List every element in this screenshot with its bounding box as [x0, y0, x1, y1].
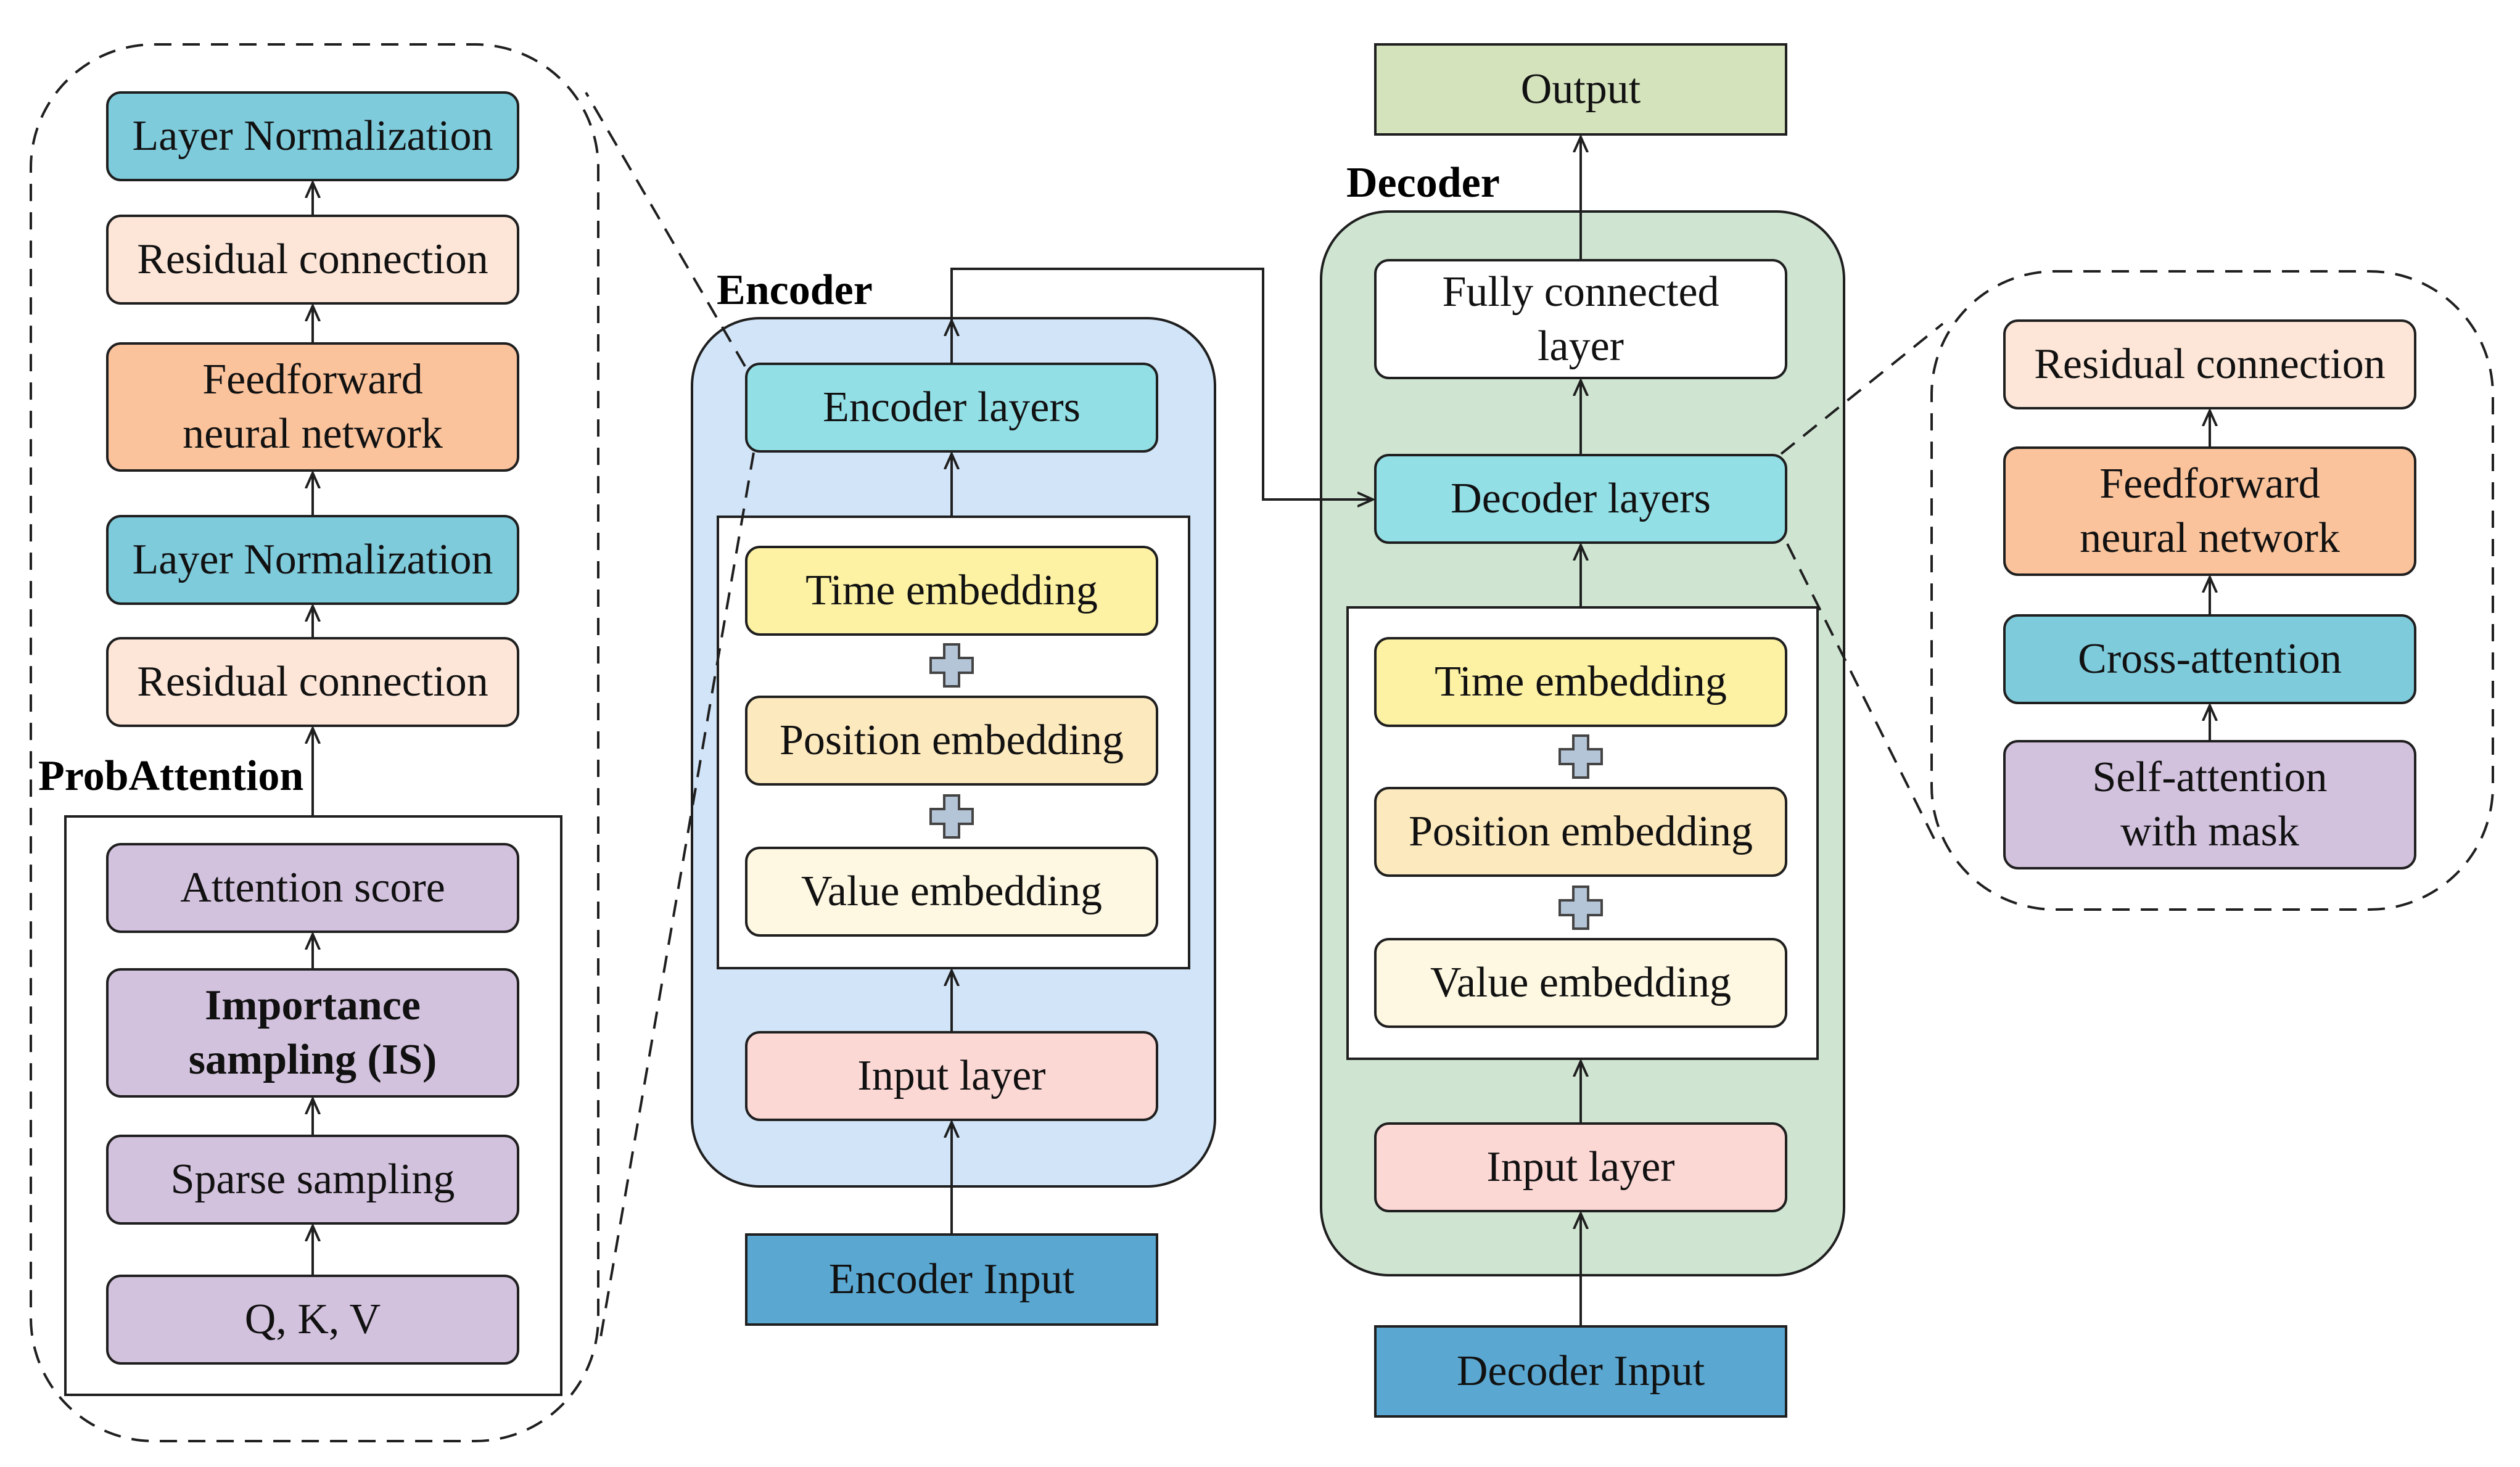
encoder-value-embedding-label: Value embedding	[801, 868, 1102, 915]
zoom-line-encoder-bottom	[598, 452, 755, 1345]
cross-attention-label: Cross-attention	[2078, 635, 2342, 683]
probattention-dashed-frame	[30, 43, 599, 1442]
zoom-line-encoder-top	[585, 91, 746, 368]
encoder-value-embedding-box: Value embedding	[745, 847, 1158, 937]
attention-score-box: Attention score	[106, 843, 519, 933]
decoder-position-embedding-box: Position embedding	[1374, 787, 1787, 877]
zoom-line-decoder-top	[1780, 323, 1944, 455]
importance-sampling-box: Importance sampling (IS)	[106, 968, 519, 1098]
importance-sampling-label: Importance sampling (IS)	[188, 982, 437, 1083]
feedforward-box: Feedforward neural network	[106, 342, 519, 472]
decoder-title: Decoder	[1346, 159, 1500, 207]
plus-icon	[1559, 886, 1603, 930]
encoder-time-embedding-label: Time embedding	[805, 567, 1098, 614]
arrow-encoder-to-decoder	[950, 268, 1373, 499]
probattention-block	[64, 815, 562, 1396]
residual-bottom-label: Residual connection	[137, 658, 488, 705]
fully-connected-label: Fully connected layer	[1442, 268, 1719, 370]
qkv-box: Q, K, V	[106, 1275, 519, 1365]
decoder-input-box: Decoder Input	[1374, 1325, 1787, 1418]
decoder-feedforward-box: Feedforward neural network	[2003, 446, 2416, 576]
encoder-layers-label: Encoder layers	[823, 384, 1081, 431]
encoder-layers-box: Encoder layers	[745, 363, 1158, 453]
decoder-residual-label: Residual connection	[2034, 340, 2386, 388]
encoder-position-embedding-box: Position embedding	[745, 696, 1158, 786]
decoder-residual-box: Residual connection	[2003, 319, 2416, 409]
probattention-title: ProbAttention	[38, 752, 304, 800]
sparse-sampling-label: Sparse sampling	[170, 1156, 455, 1203]
decoder-time-embedding-box: Time embedding	[1374, 637, 1787, 727]
decoder-value-embedding-label: Value embedding	[1430, 959, 1731, 1006]
qkv-label: Q, K, V	[244, 1296, 381, 1343]
encoder-position-embedding-label: Position embedding	[779, 717, 1124, 764]
encoder-input-layer-label: Input layer	[857, 1052, 1046, 1099]
layer-norm-top-box: Layer Normalization	[106, 91, 519, 181]
layer-norm-top-label: Layer Normalization	[132, 112, 493, 160]
output-box: Output	[1374, 43, 1787, 136]
encoder-input-label: Encoder Input	[828, 1255, 1075, 1303]
encoder-input-box: Encoder Input	[745, 1233, 1158, 1326]
layer-norm-bottom-box: Layer Normalization	[106, 515, 519, 605]
attention-score-label: Attention score	[180, 864, 445, 911]
cross-attention-box: Cross-attention	[2003, 614, 2416, 704]
zoom-line-decoder-bottom	[1786, 543, 1935, 839]
decoder-layers-box: Decoder layers	[1374, 454, 1787, 544]
decoder-input-layer-box: Input layer	[1374, 1122, 1787, 1212]
decoder-feedforward-label: Feedforward neural network	[2080, 460, 2340, 562]
self-attention-mask-label: Self-attention with mask	[2092, 754, 2328, 855]
residual-top-box: Residual connection	[106, 215, 519, 305]
residual-bottom-box: Residual connection	[106, 637, 519, 727]
plus-icon	[1559, 734, 1603, 779]
sparse-sampling-box: Sparse sampling	[106, 1135, 519, 1225]
decoder-input-layer-label: Input layer	[1486, 1143, 1675, 1191]
encoder-input-layer-box: Input layer	[745, 1031, 1158, 1121]
layer-norm-bottom-label: Layer Normalization	[132, 536, 493, 583]
plus-icon	[929, 794, 974, 839]
self-attention-mask-box: Self-attention with mask	[2003, 740, 2416, 869]
encoder-title: Encoder	[717, 266, 873, 314]
decoder-value-embedding-box: Value embedding	[1374, 938, 1787, 1028]
output-label: Output	[1520, 65, 1641, 113]
fully-connected-box: Fully connected layer	[1374, 259, 1787, 379]
plus-icon	[929, 643, 974, 688]
residual-top-label: Residual connection	[137, 236, 488, 283]
decoder-detail-dashed-frame	[1930, 270, 2494, 911]
feedforward-label: Feedforward neural network	[183, 356, 443, 458]
encoder-time-embedding-box: Time embedding	[745, 546, 1158, 636]
decoder-position-embedding-label: Position embedding	[1408, 808, 1753, 855]
decoder-layers-label: Decoder layers	[1451, 475, 1711, 522]
decoder-time-embedding-label: Time embedding	[1435, 658, 1727, 705]
decoder-input-label: Decoder Input	[1456, 1347, 1705, 1395]
